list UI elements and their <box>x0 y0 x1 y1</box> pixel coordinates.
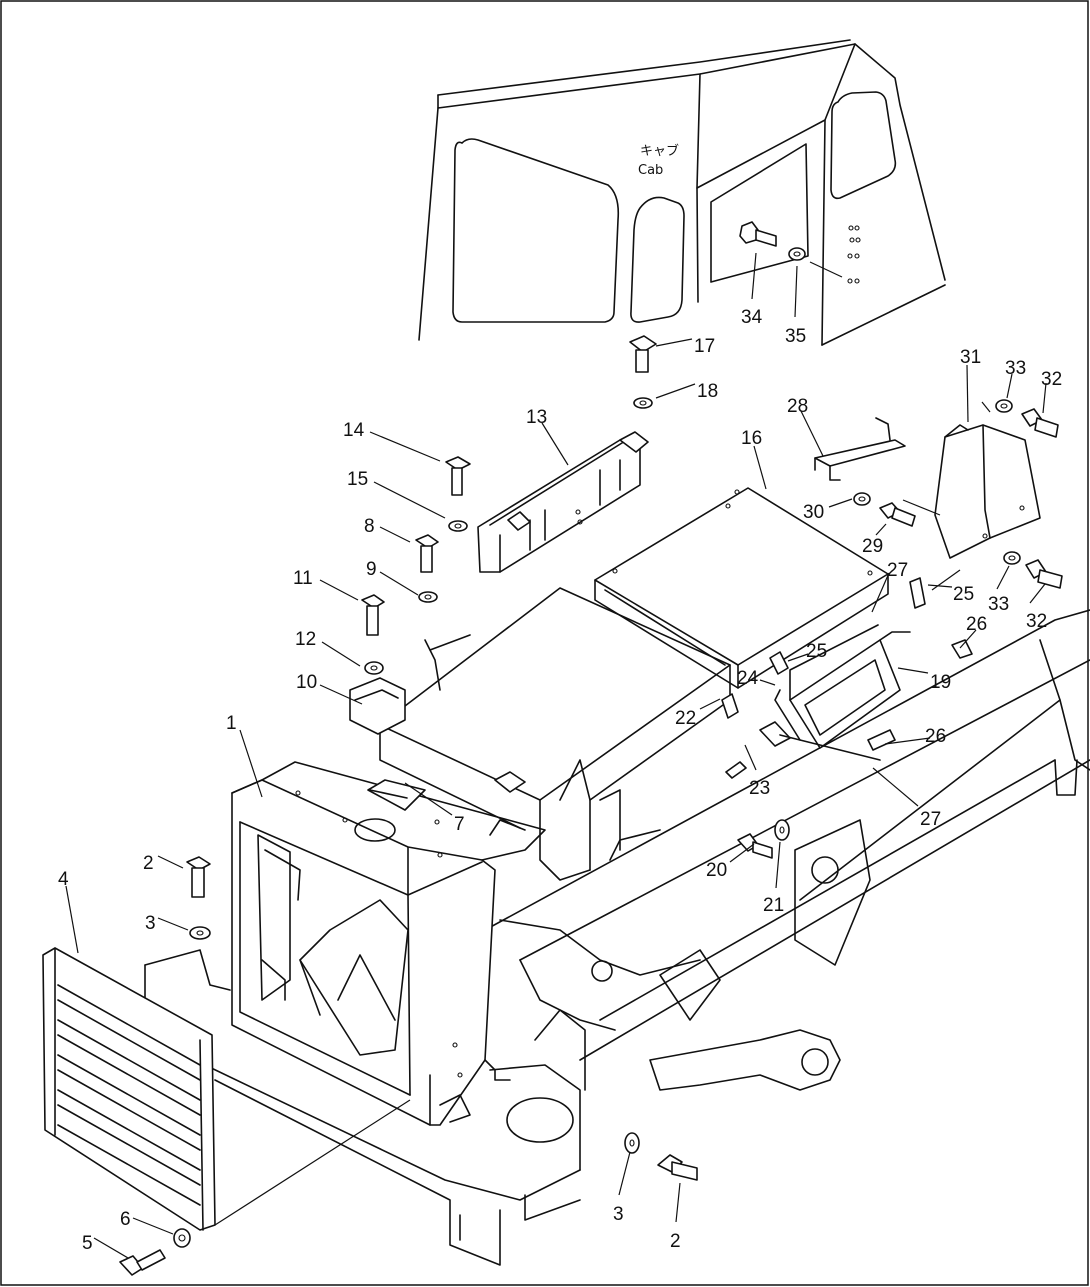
callout-number-c15: 15 <box>347 469 368 490</box>
callout-leader-c16 <box>753 445 767 490</box>
callout-number-c1: 1 <box>226 713 237 734</box>
bracket-28 <box>814 417 906 481</box>
callout-leader-c15 <box>373 481 446 519</box>
callout-leader-c6 <box>132 1217 174 1235</box>
callout-number-c14: 14 <box>343 420 365 441</box>
engine-hood <box>379 587 731 881</box>
callout-leader-c34 <box>751 252 757 300</box>
callout-number-c18: 18 <box>697 381 718 402</box>
callout-leader-c33a <box>1006 373 1013 399</box>
callout-leader-c17 <box>655 338 693 347</box>
callout-number-c16: 16 <box>741 428 762 449</box>
callout-number-c27b: 27 <box>920 809 941 830</box>
callout-number-c10: 10 <box>296 672 317 693</box>
callout-leader-c24 <box>759 679 776 686</box>
callout-leader-c9 <box>379 571 419 596</box>
callout-leader-c13 <box>541 422 569 466</box>
callout-number-c31: 31 <box>960 347 981 368</box>
callout-leader-c12 <box>321 641 361 667</box>
callout-number-c33a: 33 <box>1005 358 1026 379</box>
callout-leader-c35 <box>794 265 798 318</box>
callout-leader-c4 <box>65 885 79 954</box>
callout-leader-c23 <box>744 744 757 771</box>
callout-number-c3b: 3 <box>613 1204 624 1225</box>
fasteners <box>119 335 1063 1276</box>
cover-31 <box>934 424 1041 559</box>
callout-number-c8: 8 <box>364 516 375 537</box>
callout-leader-c27a <box>871 572 890 613</box>
callout-leader-c7 <box>404 782 453 816</box>
callout-leader-c29 <box>875 523 887 536</box>
callout-leader-c5 <box>93 1237 129 1259</box>
callout-leader-c32a <box>1042 382 1047 414</box>
callout-number-c23: 23 <box>749 778 770 799</box>
callout-leader-c2a <box>157 855 184 869</box>
callout-number-c5: 5 <box>82 1233 93 1254</box>
callout-leader-c19 <box>897 667 929 674</box>
callout-leader-c32b <box>1029 583 1046 604</box>
callout-leader-c14 <box>369 431 441 462</box>
callout-leader-c33b <box>996 565 1010 590</box>
callout-number-c2a: 2 <box>143 853 154 874</box>
callout-number-c20: 20 <box>706 860 727 881</box>
callout-number-c7: 7 <box>454 814 465 835</box>
callout-number-c17: 17 <box>694 336 715 357</box>
callout-number-c27a: 27 <box>887 560 908 581</box>
callout-leader-c30 <box>828 498 853 508</box>
callout-number-c29: 29 <box>862 536 883 557</box>
callout-number-c32a: 32 <box>1041 369 1062 390</box>
support-19 <box>789 624 911 749</box>
callout-number-c13: 13 <box>526 407 547 428</box>
callout-leader-c10 <box>319 684 363 705</box>
callout-number-c25a: 25 <box>806 641 827 662</box>
callout-number-c9: 9 <box>366 559 377 580</box>
callout-number-c26b: 26 <box>925 726 946 747</box>
callout-numbers: 1223345678910111213141516171819202122232… <box>58 252 1062 1259</box>
callout-leader-c1 <box>239 729 263 798</box>
callout-leader-c25b <box>927 584 953 588</box>
callout-leader-c8 <box>379 526 411 543</box>
callout-leader-c2b <box>675 1182 681 1223</box>
callout-number-c19: 19 <box>930 672 951 693</box>
callout-leader-c26a <box>959 629 977 649</box>
cab-outline: キャブ Cab <box>418 39 946 346</box>
cab-label-jp: キャブ <box>640 143 679 159</box>
callout-number-c28: 28 <box>787 396 808 417</box>
callout-leader-c26b <box>884 737 931 745</box>
callout-number-c6: 6 <box>120 1209 131 1230</box>
callout-leader-c31 <box>966 364 969 423</box>
callout-leader-c28 <box>800 410 824 457</box>
callout-leader-c20 <box>729 843 755 863</box>
cab-label-en: Cab <box>638 163 663 178</box>
callout-leader-c21 <box>775 841 781 889</box>
callout-leader-c18 <box>655 383 696 399</box>
callout-number-c33b: 33 <box>988 594 1009 615</box>
bracket-13 <box>477 431 649 573</box>
callout-number-c35: 35 <box>785 326 806 347</box>
front-grille <box>42 947 411 1231</box>
callout-leader-c3a <box>157 917 189 931</box>
callout-number-c12: 12 <box>295 629 316 650</box>
callout-leader-c22 <box>699 698 721 710</box>
callout-number-c25b: 25 <box>953 584 974 605</box>
callout-number-c24: 24 <box>737 668 759 689</box>
callout-number-c34: 34 <box>741 307 763 328</box>
callout-number-c11: 11 <box>293 568 313 589</box>
callout-leader-c27b <box>872 767 919 807</box>
callout-leader-c25a <box>787 653 809 662</box>
callout-number-c22: 22 <box>675 708 696 729</box>
callout-number-c26a: 26 <box>966 614 987 635</box>
callout-number-c3a: 3 <box>145 913 156 934</box>
callout-leader-c3b <box>618 1151 631 1196</box>
callout-number-c30: 30 <box>803 502 824 523</box>
callout-number-c21: 21 <box>763 895 784 916</box>
callout-number-c4: 4 <box>58 869 69 890</box>
callout-number-c2b: 2 <box>670 1231 681 1252</box>
callout-number-c32b: 32 <box>1026 611 1047 632</box>
callout-leader-c11 <box>319 579 359 601</box>
